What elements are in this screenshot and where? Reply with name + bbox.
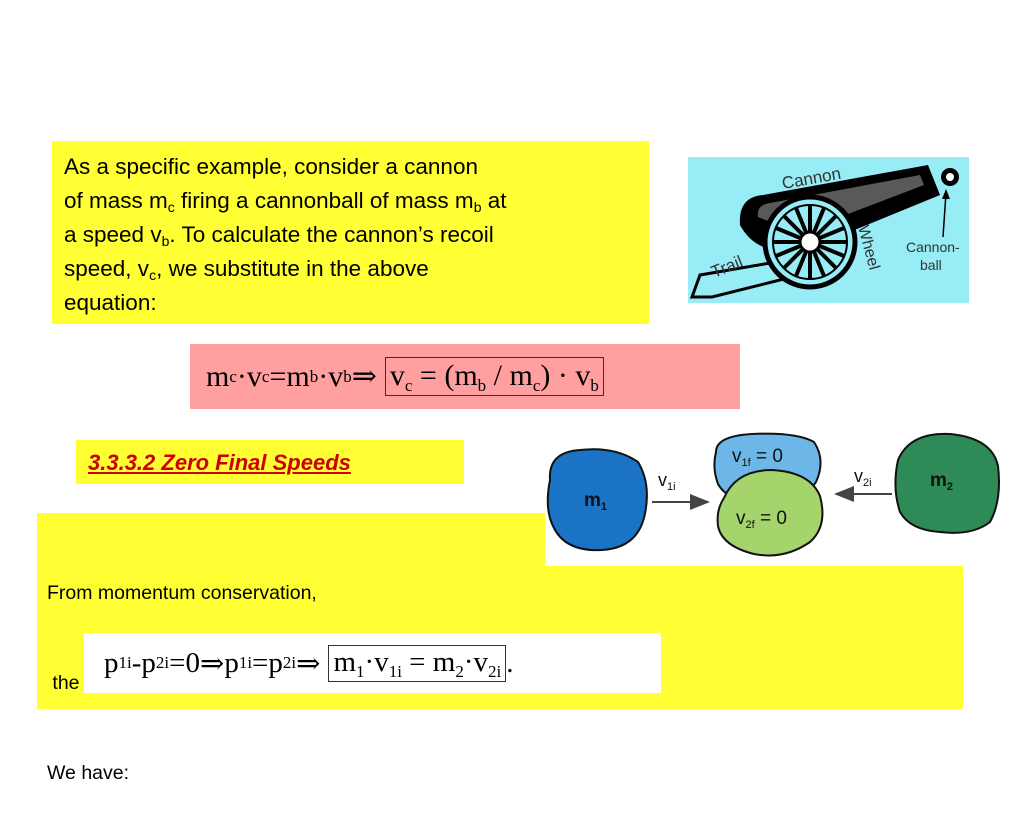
- momentum-line-3: We have:: [47, 762, 130, 784]
- v2f-label: v2f = 0: [736, 508, 787, 531]
- collision-figure: m1 v1i v1f = 0 v2f = 0 v2i m2: [540, 430, 1024, 568]
- intro-line-2: of mass mc firing a cannonball of mass m…: [64, 188, 507, 215]
- cannonball-label-1: Cannon-: [906, 239, 960, 255]
- intro-text-box: As a specific example, consider a cannon…: [52, 141, 649, 324]
- intro-line-4: speed, vc, we substitute in the above: [64, 256, 429, 283]
- section-title: 3.3.3.2 Zero Final Speeds: [88, 450, 351, 475]
- v1i-label: v1i: [658, 470, 676, 493]
- cannon-figure: Cannon Wheel Trail Cannon- ball: [688, 157, 969, 303]
- cannonball-label-2: ball: [920, 257, 942, 273]
- v2i-label: v2i: [854, 466, 872, 489]
- v1f-label: v1f = 0: [732, 446, 783, 469]
- v2f-blob: [716, 468, 824, 557]
- recoil-result-boxed: vc = (mb / mc) · vb: [384, 357, 604, 396]
- wheel-label: Wheel: [854, 224, 882, 272]
- intro-line-1: As a specific example, consider a cannon: [64, 154, 478, 179]
- momentum-result-boxed: m1·v1i = m2·v2i: [328, 644, 507, 682]
- mass-1-blob: [546, 448, 648, 552]
- mass-1-label: m1: [584, 490, 607, 513]
- wheel-icon: [762, 194, 858, 290]
- cannon-illustration: Cannon Wheel Trail Cannon- ball: [689, 164, 960, 299]
- intro-line-3: a speed vb. To calculate the cannon’s re…: [64, 222, 494, 249]
- momentum-box-top: [37, 513, 545, 569]
- section-heading-box: 3.3.3.2 Zero Final Speeds: [76, 440, 464, 484]
- collision-diagram: m1 v1i v1f = 0 v2f = 0 v2i m2: [546, 432, 1000, 557]
- mass-2-label: m2: [930, 470, 953, 493]
- intro-line-5: equation:: [64, 290, 157, 315]
- momentum-line-1: From momentum conservation,: [47, 582, 317, 604]
- mass-2-blob: [894, 432, 1000, 534]
